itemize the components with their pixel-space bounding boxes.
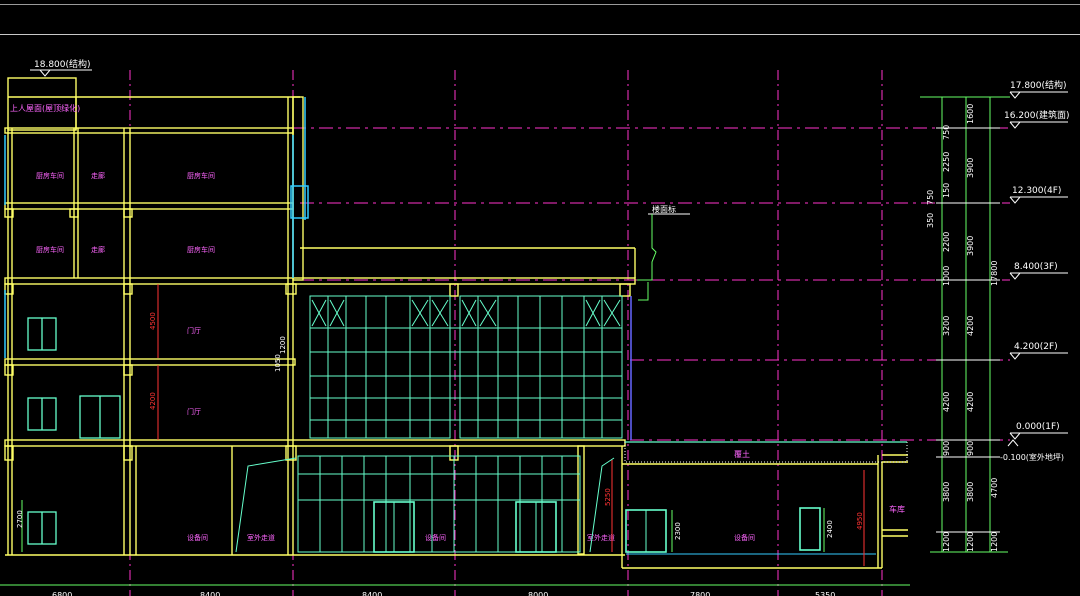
dimension-labels: 750 2250 150 2200 1000 3200 4200 900 380… [926,104,999,552]
level-text: 4.200(2F) [1014,342,1058,352]
level-text: 12.300(4F) [1012,186,1061,196]
top-level-mark: 18.800(结构) [30,58,92,77]
room-label: 门厅 [187,407,201,416]
level-text: 0.000(1F) [1016,422,1060,432]
dim-text: 3800 [966,482,975,502]
left-windows [27,317,121,545]
dim-text: 17800 [990,261,999,286]
dim-text: 900 [966,441,975,456]
room-label: 门厅 [187,326,201,335]
soil-fill: 覆土 [624,441,908,463]
slope-tag-text: 楼面标 [652,204,676,214]
dim-text: 1600 [966,104,975,124]
level-markers: 17.800(结构) 16.200(建筑面) 12.300(4F) 8.400(… [1000,79,1070,462]
level-text: 16.200(建筑面) [1004,109,1070,121]
room-label: 设备间 [734,533,755,542]
dim-text: 5350 [815,591,835,596]
dimension-chains [920,96,1010,553]
dim-text: 2250 [942,152,951,172]
dim-text: 8400 [362,591,382,596]
dim-text: 4200 [149,392,157,410]
room-labels: 厨房车间 走廊 厨房车间 厨房车间 走廊 厨房车间 门厅 门厅 设备间 室外走道… [36,171,755,542]
cad-toolbar-strip [0,0,1080,35]
dim-text: 2400 [826,520,834,538]
room-label: 厨房车间 [36,245,64,254]
dim-text: 4200 [966,392,975,412]
level-text: -0.100(室外地坪) [1000,452,1064,462]
dim-text: 1000 [942,266,951,286]
dim-text: 4700 [990,478,999,498]
dim-text: 1200 [966,532,975,552]
level-text: 8.400(3F) [1014,262,1058,272]
dim-text: 350 [926,213,935,228]
curtain-wall[interactable] [309,295,623,439]
local-dimensions: 4500 4200 1200 1050 2700 5250 2300 2400 … [16,284,865,566]
dim-text: 3900 [966,236,975,256]
dim-text: 3800 [942,482,951,502]
top-level-text: 18.800(结构) [34,58,91,70]
dim-text: 150 [942,183,951,198]
room-label: 厨房车间 [36,171,64,180]
soil-label: 覆土 [734,449,750,459]
dim-text: 6800 [52,591,72,596]
slope-tag: 楼面标 [637,204,690,301]
dim-text: 1200 [279,336,287,354]
dim-text: 2200 [942,232,951,252]
level-text: 17.800(结构) [1010,79,1067,91]
room-label: 设备间 [187,533,208,542]
dim-text: 2300 [674,522,682,540]
room-label: 走廊 [91,171,105,180]
dim-text: 8000 [528,591,548,596]
room-label: 厨房车间 [187,171,215,180]
dim-text: 750 [942,125,951,140]
dim-text: 3200 [942,316,951,336]
roof-note: 上人屋面(屋顶绿化) [10,103,80,113]
dim-text: 4500 [149,312,157,330]
dim-text: 1050 [274,354,282,372]
garage-label: 车库 [889,504,905,514]
dim-text: 1200 [942,532,951,552]
dim-text: 1200 [990,532,999,552]
dim-text: 4200 [966,316,975,336]
dim-text: 4950 [856,512,864,530]
grid-axes [129,70,883,596]
bottom-dimensions: 6800 8400 8400 8000 7800 5350 [0,584,910,596]
room-label: 室外走道 [247,533,275,542]
dim-text: 900 [942,441,951,456]
dim-text: 5250 [604,488,612,506]
dim-text: 2700 [16,510,24,528]
dim-text: 3900 [966,158,975,178]
dim-text: 7800 [690,591,710,596]
room-label: 厨房车间 [187,245,215,254]
left-wall-edges [4,97,309,358]
room-label: 设备间 [425,533,446,542]
dim-text: 8400 [200,591,220,596]
garage-structure [621,446,908,569]
room-label: 室外走道 [587,533,615,542]
dim-text: 750 [926,190,935,205]
room-label: 走廊 [91,245,105,254]
toolbar-edge [0,4,1080,5]
basement-glazing [235,455,821,553]
dim-text: 4200 [942,392,951,412]
